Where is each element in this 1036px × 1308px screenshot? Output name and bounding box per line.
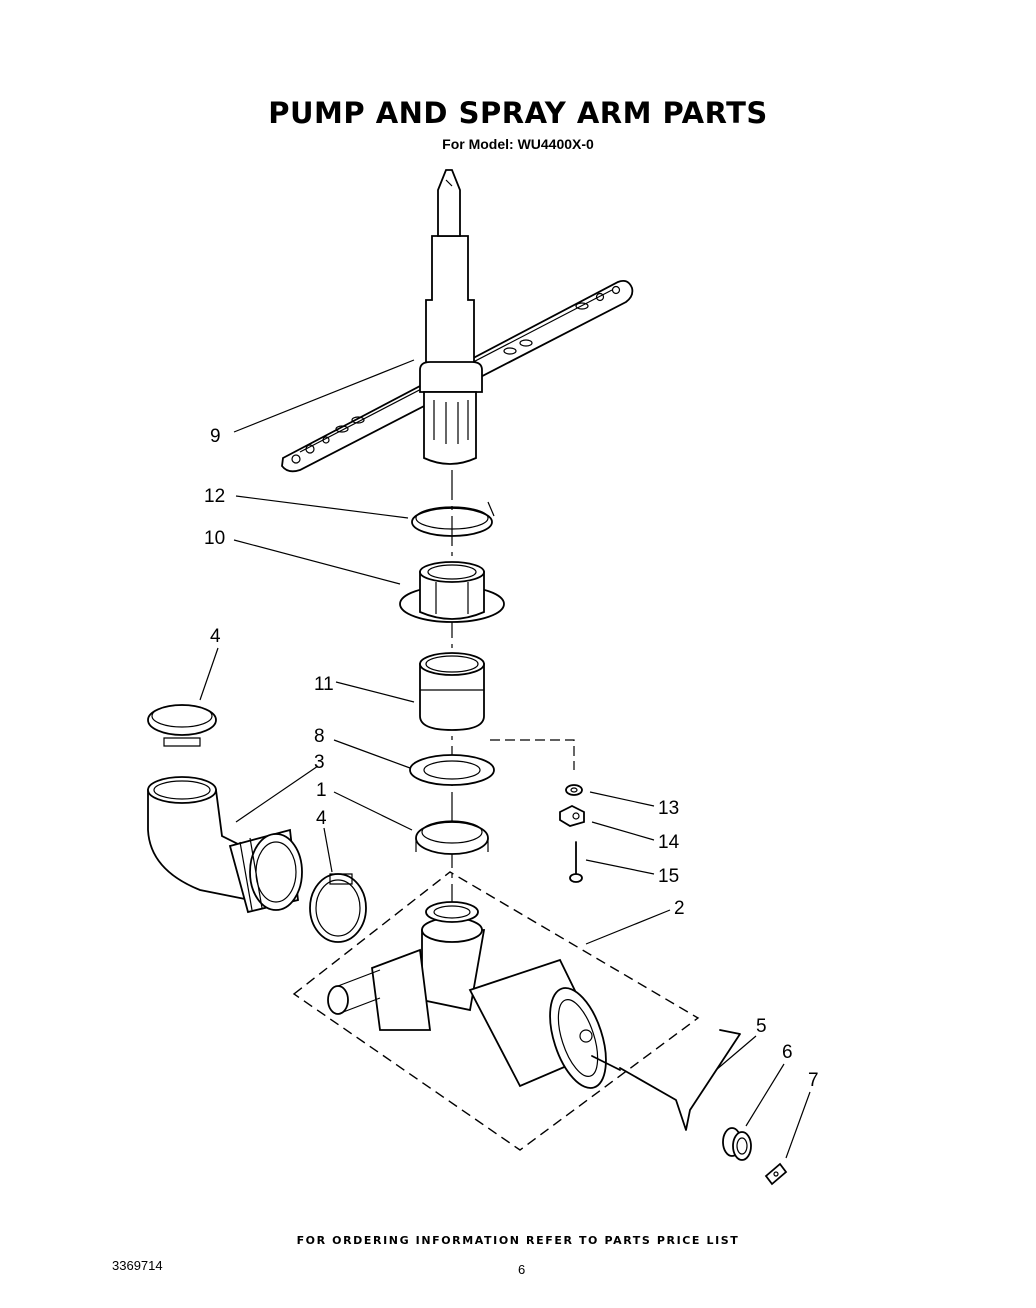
retaining-ring-part	[411, 501, 495, 537]
document-number: 3369714	[112, 1258, 163, 1273]
callout-9: 9	[210, 426, 221, 447]
mount-part	[399, 561, 505, 623]
callout-4-lower: 4	[316, 808, 327, 829]
callout-14: 14	[658, 832, 680, 853]
model-subtitle: For Model: WU4400X-0	[442, 136, 594, 152]
gasket-part	[415, 820, 489, 855]
upper-clamp-part	[147, 704, 217, 747]
callout-1: 1	[316, 780, 327, 801]
seal-part	[409, 754, 495, 786]
page-title: PUMP AND SPRAY ARM PARTS	[268, 96, 768, 130]
callout-10: 10	[204, 528, 225, 549]
nut-part	[565, 784, 583, 796]
callout-8: 8	[314, 726, 325, 747]
callout-2: 2	[674, 898, 685, 919]
callout-13: 13	[658, 798, 679, 819]
callout-4-upper: 4	[210, 626, 221, 647]
callout-5: 5	[756, 1016, 767, 1037]
callout-12: 12	[204, 486, 225, 507]
lower-clamp-part	[309, 873, 367, 943]
wire-part	[619, 1029, 741, 1131]
hose-part	[147, 776, 303, 914]
callout-6: 6	[782, 1042, 793, 1063]
callout-11: 11	[314, 674, 334, 695]
screw-part	[569, 841, 583, 883]
callout-7: 7	[808, 1070, 819, 1091]
pump-motor-outline	[292, 871, 700, 1151]
pump-motor-part	[327, 901, 621, 1089]
leader-lines	[199, 359, 811, 1159]
clip-part	[764, 1162, 788, 1186]
bracket-part	[559, 804, 585, 827]
callout-3: 3	[314, 752, 325, 773]
page-number: 6	[518, 1262, 526, 1277]
ordering-note: FOR ORDERING INFORMATION REFER TO PARTS …	[296, 1234, 740, 1247]
reference-dash-line	[490, 739, 575, 770]
callout-15: 15	[658, 866, 679, 887]
spray-arm-part	[281, 169, 634, 473]
spring-part	[722, 1127, 752, 1161]
filter-cup-part	[419, 652, 485, 731]
